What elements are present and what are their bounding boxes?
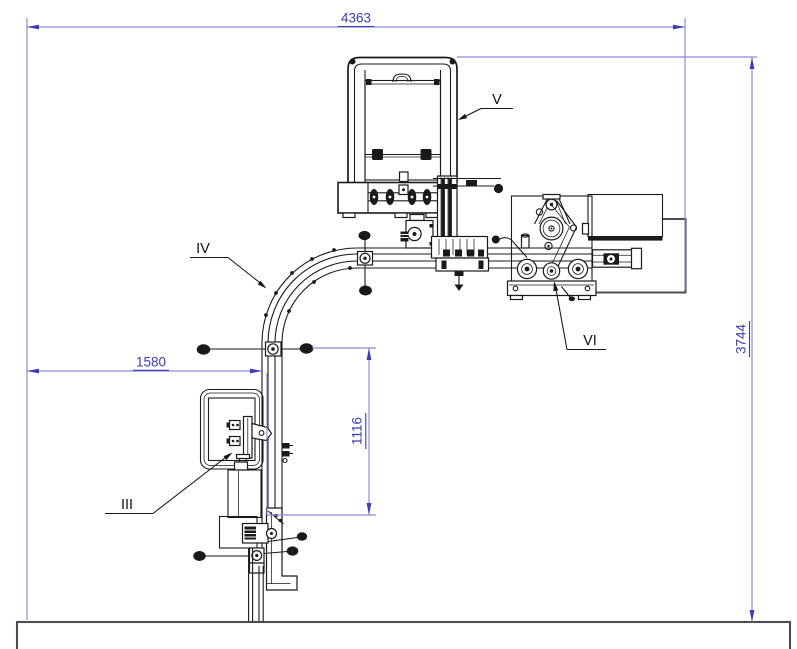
- leader-v-arrow: [458, 113, 468, 120]
- hub-pin: [363, 256, 367, 260]
- floor-base: [15, 620, 792, 649]
- curve-rail-inner: [281, 267, 358, 344]
- dimension-annotations: 4363 3744 1580 1116: [26, 11, 757, 622]
- corner-cap-right: [449, 58, 456, 65]
- bottom-clamp-assembly: [193, 507, 308, 591]
- outfeed-rail-end: [591, 247, 643, 270]
- curve-rail-outer: [261, 247, 358, 344]
- dim-overall-width-value: 4363: [341, 11, 371, 26]
- panel-bolt-left: [366, 79, 372, 85]
- dim-conveyor-offset-value: 1580: [136, 355, 166, 370]
- foot: [342, 212, 356, 219]
- knob-right: [299, 343, 314, 354]
- gearbox: [400, 213, 434, 249]
- leader-iv: [227, 257, 265, 287]
- frame-inner: [353, 63, 452, 183]
- part-label-curved-conveyor: IV: [196, 241, 210, 257]
- corner-cap-left: [349, 58, 356, 65]
- horizontal-rail-cross-support: [356, 230, 374, 296]
- curve-rivets: [264, 248, 352, 317]
- dim-vertical-span-value: 1116: [350, 417, 365, 445]
- mount-wing: [251, 422, 273, 442]
- pusher-arm: [433, 177, 504, 194]
- guide-block-right: [420, 149, 432, 160]
- knob-top: [358, 230, 371, 241]
- rail-carriage: [430, 235, 490, 291]
- clamp-handle-upper: [267, 536, 302, 543]
- leader-iii: [152, 453, 231, 514]
- guide-block-left: [372, 149, 383, 160]
- controller-box: [227, 469, 262, 519]
- floor-slab: [15, 620, 792, 649]
- part-label-monitor: III: [121, 497, 133, 513]
- arm-ball-end: [493, 183, 504, 194]
- magazine-panel: [364, 79, 442, 181]
- panel-bolt-right: [434, 79, 440, 85]
- curve-rail-2: [267, 253, 358, 344]
- leader-vi-arrow: [553, 281, 559, 292]
- labeller-base: [506, 280, 597, 297]
- knob-left: [196, 344, 211, 355]
- lever-knob: [491, 235, 500, 244]
- magazine-frame: [337, 56, 458, 219]
- hub-pin: [271, 347, 275, 351]
- curve-rail-3: [274, 260, 358, 344]
- part-label-labelling-unit: VI: [583, 333, 597, 349]
- rail-end-cap: [630, 247, 643, 270]
- leader-iv-arrow: [257, 280, 267, 289]
- mount-bracket: [265, 507, 298, 591]
- monitor-unit: [199, 388, 293, 519]
- leader-vi: [554, 283, 568, 350]
- leader-iii-arrow: [223, 452, 233, 461]
- support-post: [248, 548, 264, 622]
- handle: [392, 73, 412, 83]
- foot: [394, 212, 408, 219]
- dim-overall-height-value: 3744: [734, 323, 749, 354]
- knob-bottom: [359, 285, 372, 296]
- magazine-rollers: [369, 189, 432, 205]
- drive-box: [587, 193, 664, 238]
- part-label-magazine-frame: V: [492, 92, 502, 108]
- vertical-rail-cross-support: [196, 341, 314, 357]
- frame-outer: [347, 56, 458, 183]
- foot: [425, 212, 439, 219]
- part-label-annotations: V IV III VI: [105, 92, 606, 515]
